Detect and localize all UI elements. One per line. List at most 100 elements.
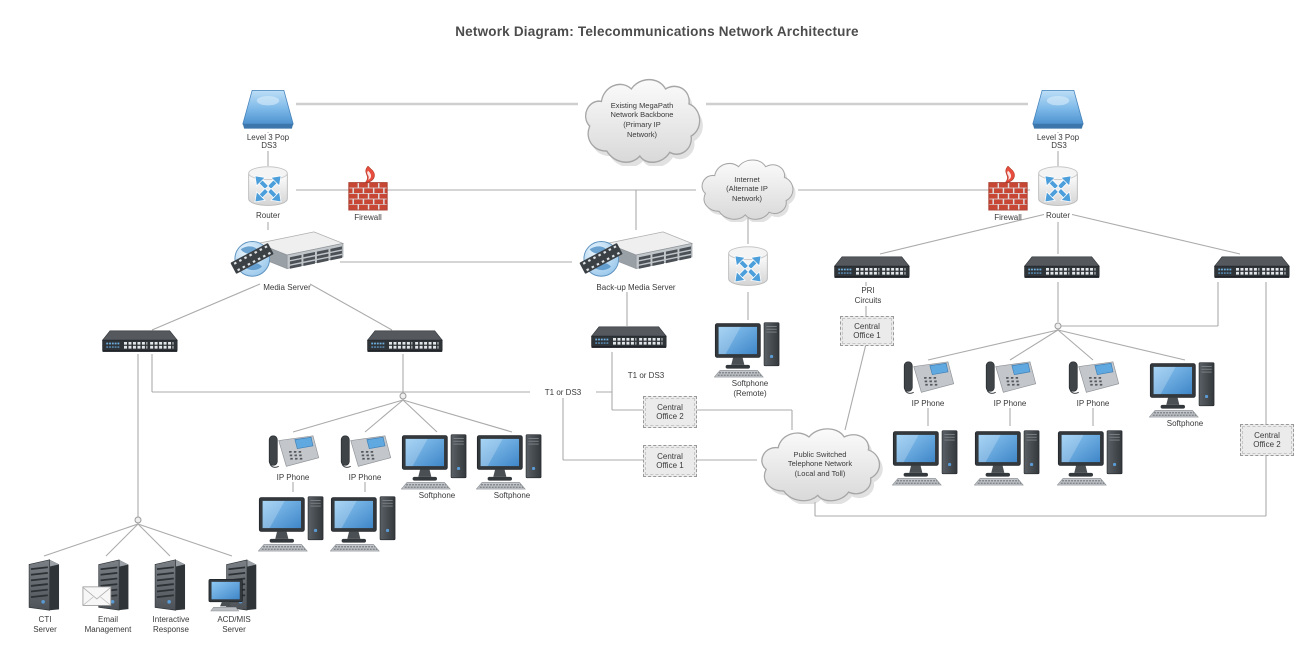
internet-cloud: Internet (Alternate IP Network) [696,156,798,222]
pstn-cloud: Public Switched Telephone Network (Local… [754,424,886,504]
central-office-2-right: Central Office 2 [1240,424,1294,456]
firewall-left-label: Firewall [354,213,382,222]
desktop-computer-icon [974,426,1046,486]
backup-media-server-label: Back-up Media Server [596,283,676,292]
softphone-right: Softphone [1148,358,1222,429]
softphone-label: Softphone [418,491,456,500]
switch-right-2 [1018,254,1102,282]
softphone-label: Softphone [1166,419,1204,428]
ip-phone-right-3: IP Phone [1062,358,1124,409]
softphone-label: Softphone [493,491,531,500]
media-server-label: Media Server [263,283,311,292]
central-office-2-left: Central Office 2 [643,396,697,428]
ds3-label-right: DS3 [1044,141,1074,151]
softphone-remote: Softphone (Remote) [712,318,788,399]
switch-backup [585,324,669,352]
desktop-right-2 [972,426,1048,486]
desktop-right-3 [1055,426,1131,486]
switch-icon [1208,254,1292,282]
ip-phone-icon [336,432,394,472]
firewall-right-label: Firewall [994,213,1022,222]
desktop-left-2 [328,492,404,552]
ip-phone-icon [899,358,957,398]
ip-phone-icon [981,358,1039,398]
router-icon [242,164,294,210]
acd-mis-server: ACD/MIS Server [206,556,262,635]
ip-phone-label: IP Phone [911,399,945,408]
switch-icon [1018,254,1102,282]
acd-mis-server-label: ACD/MIS Server [217,615,251,635]
ip-phone-icon [1064,358,1122,398]
desktop-left-1 [256,492,332,552]
interactive-response-server: Interactive Response [144,556,198,635]
desktop-computer-icon [476,430,548,490]
switch-icon [828,254,912,282]
internet-cloud-label: Internet (Alternate IP Network) [726,174,768,203]
desktop-computer-icon [330,492,402,552]
level3-pop-left-label: Level 3 Pop [244,133,292,144]
router-icon [1032,164,1084,210]
server-tower-icon [149,556,193,614]
email-management-server: Email Management [80,556,136,635]
diagram-title: Network Diagram: Telecommunications Netw… [455,24,859,39]
desktop-right-1 [890,426,966,486]
t1-ds3-label-1: T1 or DS3 [530,388,596,398]
media-server: Media Server [226,228,348,293]
switch-right-3 [1208,254,1292,282]
ip-phone-icon [264,432,322,472]
switch-left [96,328,180,356]
server-tower-icon [23,556,67,614]
server-monitor-icon [208,556,260,614]
firewall-icon [347,166,389,212]
firewall-icon [987,166,1029,212]
level3-pop-left: Level 3 Pop [238,88,298,144]
switch-right-1 [828,254,912,282]
firewall-right: Firewall [985,166,1031,223]
desktop-computer-icon [1057,426,1129,486]
cti-server-label: CTI Server [33,615,57,635]
megapath-cloud: Existing MegaPath Network Backbone (Prim… [578,74,706,166]
ip-phone-label: IP Phone [1076,399,1110,408]
desktop-computer-icon [1149,358,1221,418]
switch-icon [96,328,180,356]
pri-circuits-label: PRI Circuits [844,286,892,306]
megapath-cloud-label: Existing MegaPath Network Backbone (Prim… [610,100,674,139]
desktop-computer-icon [258,492,330,552]
pop-trapezoid-icon [240,88,296,132]
email-management-label: Email Management [84,615,132,635]
softphone-left-1: Softphone [400,430,474,501]
switch-icon [585,324,669,352]
ip-phone-label: IP Phone [348,473,382,482]
pstn-cloud-label: Public Switched Telephone Network (Local… [787,449,853,478]
softphone-remote-label: Softphone (Remote) [731,379,769,399]
remote-router [722,244,774,290]
desktop-computer-icon [892,426,964,486]
ip-phone-label: IP Phone [276,473,310,482]
ip-phone-right-1: IP Phone [897,358,959,409]
ds3-label-left: DS3 [254,141,284,151]
ip-phone-left-1: IP Phone [262,432,324,483]
cti-server: CTI Server [20,556,70,635]
switch-icon [361,328,445,356]
firewall-left: Firewall [345,166,391,223]
server-envelope-icon [82,556,134,614]
router-left-label: Router [253,211,282,222]
ip-phone-label: IP Phone [993,399,1027,408]
router-icon [722,244,774,290]
level3-pop-right: Level 3 Pop [1028,88,1088,144]
desktop-computer-icon [714,318,786,378]
ip-phone-left-2: IP Phone [334,432,396,483]
interactive-response-label: Interactive Response [152,615,190,635]
router-left: Router [240,164,296,222]
t1-ds3-label-2: T1 or DS3 [616,371,676,381]
desktop-computer-icon [401,430,473,490]
level3-pop-right-label: Level 3 Pop [1034,133,1082,144]
switch-mid-left [361,328,445,356]
globe-rack-icon [228,228,346,282]
pop-trapezoid-icon [1030,88,1086,132]
router-right-label: Router [1043,211,1072,222]
softphone-left-2: Softphone [475,430,549,501]
ip-phone-right-2: IP Phone [979,358,1041,409]
